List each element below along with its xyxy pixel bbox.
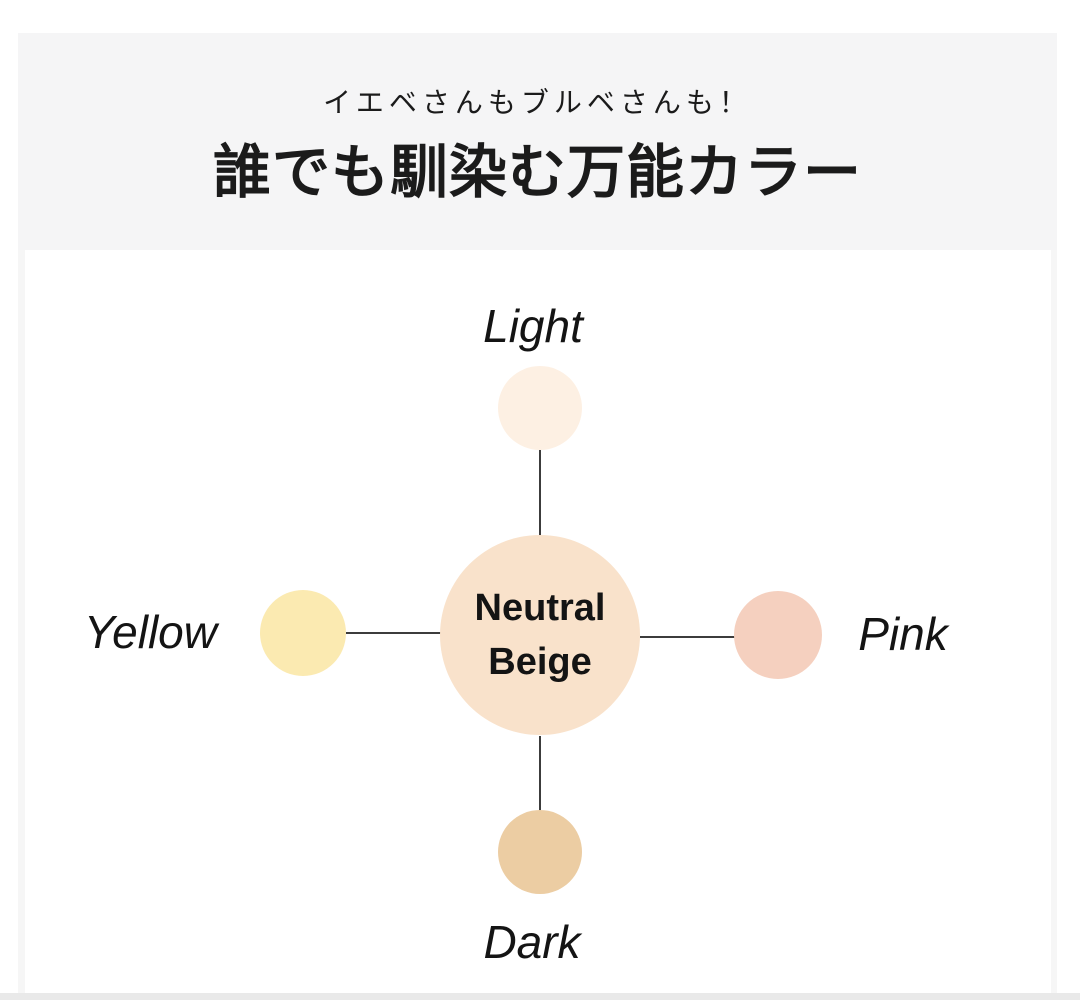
color-swatch-light xyxy=(498,366,582,450)
page-title: 誰でも馴染む万能カラー xyxy=(212,140,862,205)
header-panel: イエベさんもブルベさんも！ 誰でも馴染む万能カラー xyxy=(18,33,1057,250)
color-swatch-dark xyxy=(498,810,582,894)
connector-line-top xyxy=(539,450,541,536)
center-label-line2: Beige xyxy=(488,641,592,683)
card-edge-left xyxy=(18,250,25,993)
center-swatch-neutral-beige: Neutral Beige xyxy=(440,535,640,735)
color-swatch-pink xyxy=(734,591,822,679)
node-label-yellow: Yellow xyxy=(84,606,217,658)
node-label-pink: Pink xyxy=(858,608,948,660)
connector-line-bottom xyxy=(539,736,541,811)
connector-line-right xyxy=(640,636,735,638)
card-edge-right xyxy=(1051,250,1057,993)
color-swatch-yellow xyxy=(260,590,346,676)
connector-line-left xyxy=(346,632,441,634)
bottom-edge-strip xyxy=(0,993,1080,1000)
node-label-dark: Dark xyxy=(483,916,581,968)
center-label-line1: Neutral xyxy=(474,587,606,629)
header-subtitle: イエベさんもブルベさんも！ xyxy=(323,87,752,118)
node-label-light: Light xyxy=(483,300,583,352)
